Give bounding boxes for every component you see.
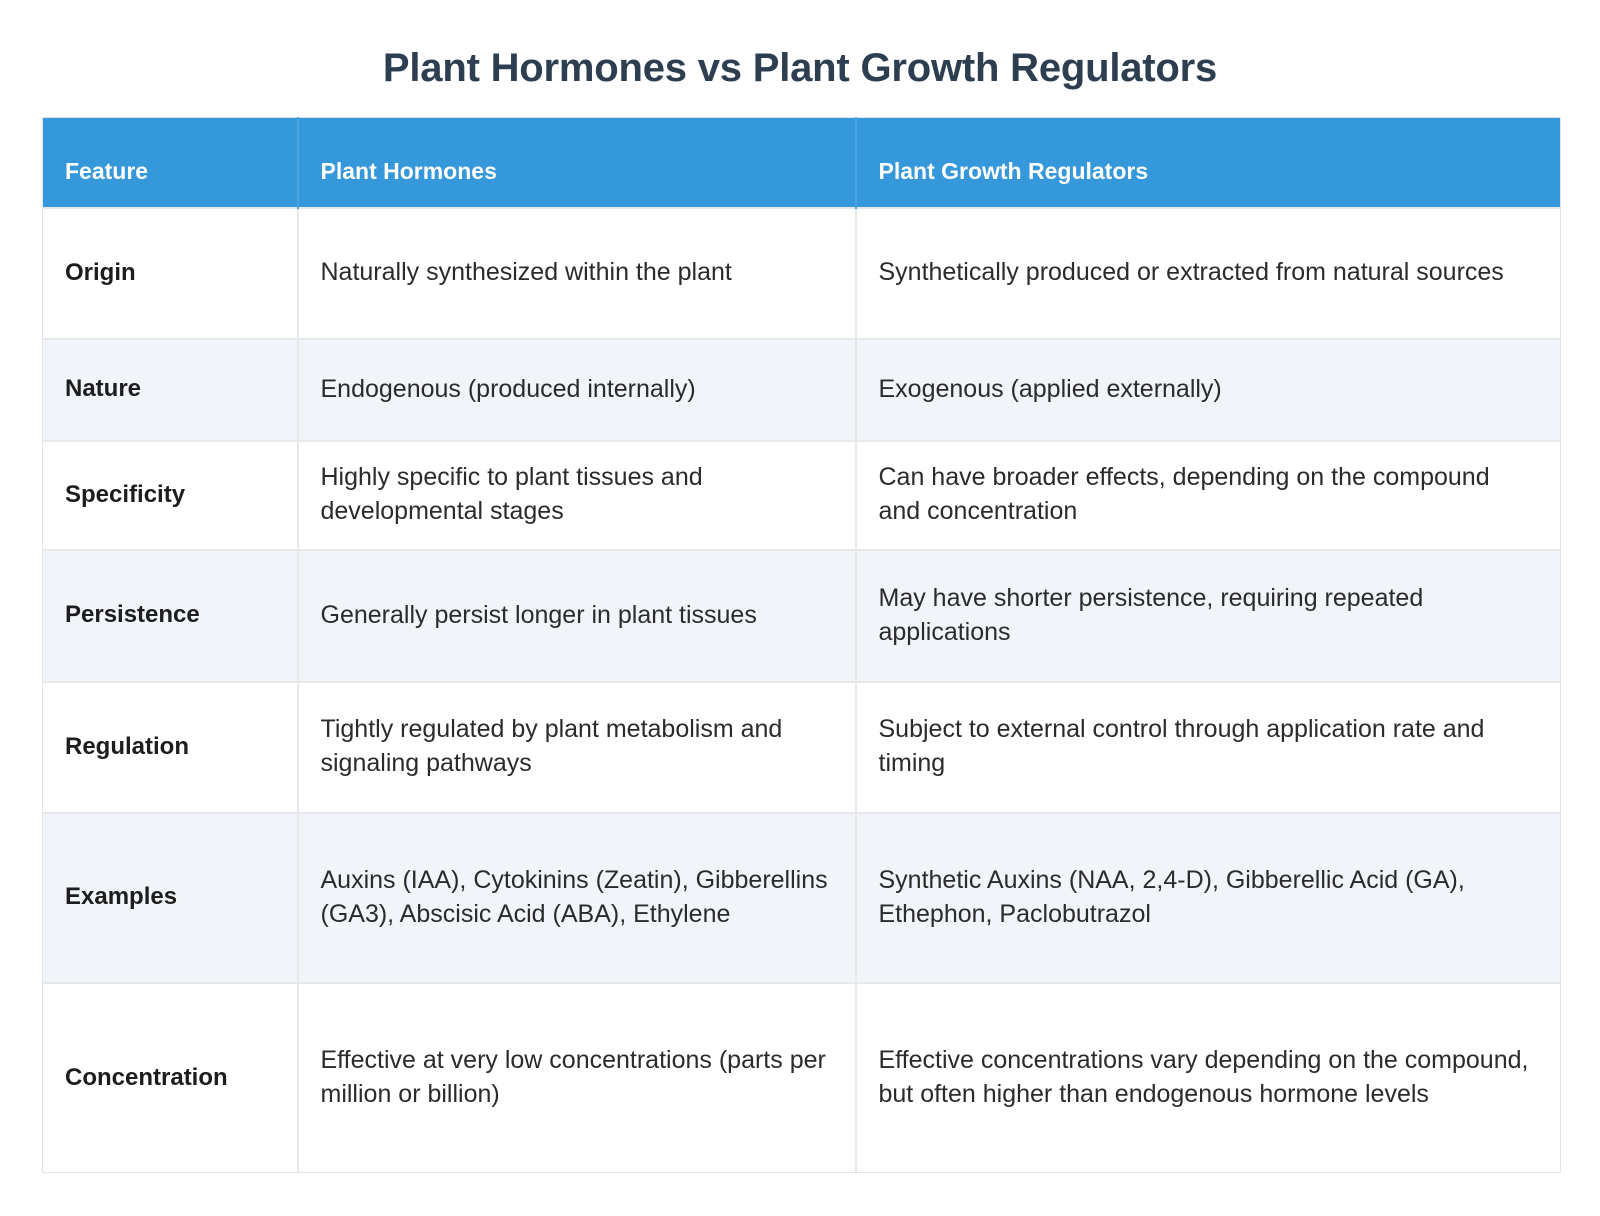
column-header-plant-hormones: Plant Hormones (297, 117, 857, 208)
comparison-table-container: Feature Plant Hormones Plant Growth Regu… (42, 117, 1561, 1173)
cell-feature: Regulation (42, 680, 299, 813)
column-header-feature: Feature (42, 117, 299, 208)
table-header-row: Feature Plant Hormones Plant Growth Regu… (42, 117, 1561, 208)
table-body: Origin Naturally synthesized within the … (42, 206, 1561, 1173)
cell-plant-hormones: Naturally synthesized within the plant (297, 206, 857, 339)
cell-feature: Concentration (42, 981, 299, 1173)
cell-plant-growth-regulators: Subject to external control through appl… (855, 680, 1561, 813)
table-header: Feature Plant Hormones Plant Growth Regu… (42, 117, 1561, 208)
column-header-plant-growth-regulators: Plant Growth Regulators (855, 117, 1561, 208)
cell-plant-growth-regulators: Synthetic Auxins (NAA, 2,4-D), Gibberell… (855, 811, 1561, 983)
table-row: Specificity Highly specific to plant tis… (42, 439, 1561, 550)
table-row: Examples Auxins (IAA), Cytokinins (Zeati… (42, 811, 1561, 983)
table-row: Persistence Generally persist longer in … (42, 548, 1561, 682)
cell-feature: Nature (42, 337, 299, 441)
cell-plant-hormones: Generally persist longer in plant tissue… (297, 548, 857, 682)
cell-feature: Origin (42, 206, 299, 339)
cell-plant-growth-regulators: Effective concentrations vary depending … (855, 981, 1561, 1173)
page-title: Plant Hormones vs Plant Growth Regulator… (382, 46, 1218, 90)
cell-plant-growth-regulators: Can have broader effects, depending on t… (855, 439, 1561, 550)
cell-plant-hormones: Highly specific to plant tissues and dev… (297, 439, 857, 550)
cell-plant-growth-regulators: Exogenous (applied externally) (855, 337, 1561, 441)
cell-feature: Examples (42, 811, 299, 983)
cell-plant-hormones: Tightly regulated by plant metabolism an… (297, 680, 857, 813)
table-row: Regulation Tightly regulated by plant me… (42, 680, 1561, 813)
cell-plant-hormones: Endogenous (produced internally) (297, 337, 857, 441)
cell-plant-growth-regulators: May have shorter persistence, requiring … (855, 548, 1561, 682)
cell-plant-hormones: Auxins (IAA), Cytokinins (Zeatin), Gibbe… (297, 811, 857, 983)
cell-feature: Specificity (42, 439, 299, 550)
cell-plant-hormones: Effective at very low concentrations (pa… (297, 981, 857, 1173)
cell-feature: Persistence (42, 548, 299, 682)
table-row: Origin Naturally synthesized within the … (42, 206, 1561, 339)
comparison-table: Feature Plant Hormones Plant Growth Regu… (42, 117, 1561, 1173)
cell-plant-growth-regulators: Synthetically produced or extracted from… (855, 206, 1561, 339)
table-row: Nature Endogenous (produced internally) … (42, 337, 1561, 441)
table-row: Concentration Effective at very low conc… (42, 981, 1561, 1173)
